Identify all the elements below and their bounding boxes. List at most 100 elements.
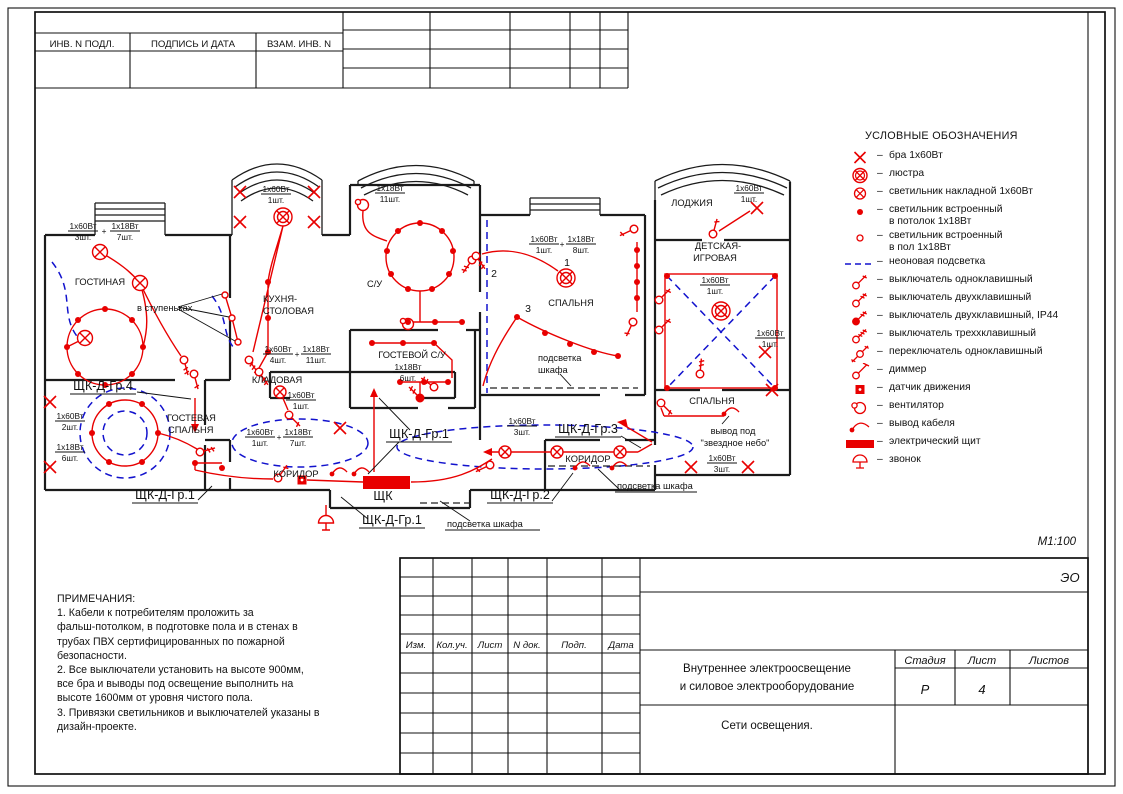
- rev-header-podp: Подп.: [561, 640, 587, 651]
- switch-2-icon: [843, 292, 877, 308]
- scale-note: М1:100: [1038, 536, 1077, 548]
- feeder-gr4: ЩК-Д-Гр.4: [73, 379, 133, 393]
- legend-item: – светильник встроенный в пол 1x18Вт: [843, 230, 1095, 253]
- chandelier-icon: [843, 167, 877, 184]
- switch-2-ip44-icon: [843, 310, 877, 326]
- walls-layer: [43, 163, 792, 510]
- fixture-counts: 1x60Вт 3шт. + 1x18Вт 7шт. 1x60Вт 1шт. 1x…: [56, 183, 783, 474]
- rev-header-ndok: N док.: [513, 640, 540, 651]
- count-loggia-d1: 1шт.: [741, 194, 757, 204]
- count-hall-d2: 7шт.: [290, 438, 306, 448]
- count-loggia-n1: 1x60Вт: [735, 183, 762, 193]
- legend-item: – звонок: [843, 453, 1095, 469]
- legend-item: – вентилятор: [843, 400, 1095, 415]
- stage-value: Р: [921, 682, 930, 697]
- count-gbed18-n1: 1x18Вт: [56, 442, 83, 452]
- count-corrr-d1: 3шт.: [514, 427, 530, 437]
- switch-1-icon: [843, 274, 877, 290]
- rev-header-koluch: Кол.уч.: [436, 640, 467, 651]
- marker-3: 3: [525, 303, 531, 315]
- changeover-switch-icon: [843, 345, 877, 363]
- feeder-arrow-gr2: [483, 448, 492, 456]
- room-storage: КЛАДОВАЯ: [252, 375, 302, 385]
- room-guest-bathroom: ГОСТЕВОЙ С/У: [378, 349, 446, 360]
- count-kitchch-d1: 1шт.: [268, 195, 284, 205]
- bell-icon: [317, 514, 335, 531]
- wardrobe-lines: [420, 387, 650, 504]
- neon-layer: [51, 220, 776, 479]
- note-wardrobe-3: подсветка шкафа: [447, 519, 524, 529]
- legend-item: – выключатель треххклавишный: [843, 328, 1095, 344]
- legend-item: – диммер: [843, 363, 1095, 380]
- top-stamp-table: ИНВ. N ПОДЛ. ПОДПИСЬ И ДАТА ВЗАМ. ИНВ. N: [35, 12, 629, 89]
- feeder-gr1-left: ЩК-Д-Гр.1: [135, 488, 195, 502]
- count-gbath-n1: 1x18Вт: [394, 362, 421, 372]
- note-1: 1. Кабели к потребителям проложить за фа…: [57, 607, 298, 662]
- listov-label: Листов: [1028, 655, 1069, 667]
- note-3: 3. Привязки светильников и выключателей …: [57, 706, 320, 733]
- project-name-line1: Внутреннее электроосвещение: [683, 663, 851, 675]
- count-kitchen-n1: 1x60Вт: [264, 344, 291, 354]
- feeder-gr1-center: ЩК-Д-Гр.1: [389, 427, 449, 441]
- count-hall-n2: 1x18Вт: [284, 427, 311, 437]
- count-bath-d1: 11шт.: [380, 194, 400, 204]
- stamp-vzam-inv: ВЗАМ. ИНВ. N: [267, 39, 331, 50]
- count-bath-n1: 1x18Вт: [376, 183, 403, 193]
- count-living-d1: 3шт.: [75, 232, 91, 242]
- count-gbath-d1: 6шт.: [400, 373, 416, 383]
- plus-sign: +: [560, 239, 565, 249]
- feeder-arrow-gr1: [370, 388, 378, 397]
- legend-item: – неоновая подсветка: [843, 256, 1095, 271]
- cable-outlet-icon: [843, 418, 877, 433]
- fan-icon: [843, 400, 877, 415]
- feeder-arrow-gr4: [191, 424, 199, 433]
- count-storage-d1: 1шт.: [293, 401, 309, 411]
- feeder-gr3: ЩК-Д-Гр.3: [558, 422, 618, 436]
- electrical-panel-icon: [843, 436, 877, 451]
- project-name-line2: и силовое электрооборудование: [680, 681, 855, 693]
- title-block: Изм. Кол.уч. Лист N док. Подп. Дата ЭО В…: [399, 557, 1089, 775]
- count-storage-n1: 1x60Вт: [287, 390, 314, 400]
- count-living-d2: 7шт.: [117, 232, 133, 242]
- recessed-ceiling-light-icon: [843, 204, 877, 219]
- room-bedroom-center: СПАЛЬНЯ: [548, 298, 593, 308]
- note-2: 2. Все выключатели установить на высоте …: [57, 663, 304, 705]
- stamp-podpis-data: ПОДПИСЬ И ДАТА: [151, 39, 236, 50]
- legend-item: – бра 1x60Вт: [843, 150, 1095, 165]
- count-kitchen-d1: 4шт.: [270, 355, 286, 365]
- feeder-gr2: ЩК-Д-Гр.2: [490, 488, 550, 502]
- legend-item: – вывод кабеля: [843, 418, 1095, 433]
- neon-icon: [843, 256, 877, 271]
- plus-sign: +: [277, 432, 282, 442]
- count-nursc-n1: 1x60Вт: [701, 275, 728, 285]
- notes: ПРИМЕЧАНИЯ: 1. Кабели к потребителям про…: [57, 592, 405, 734]
- fixtures-layer: [43, 185, 779, 531]
- list-value: 4: [978, 682, 985, 697]
- bay-windows: [231, 163, 791, 235]
- window-stacks: [94, 197, 601, 235]
- count-bedr-d1: 3шт.: [714, 464, 730, 474]
- room-kitchen-1: КУХНЯ-: [263, 294, 297, 304]
- note-wardrobe-1a: подсветка: [538, 353, 582, 363]
- count-bedc-d2: 8шт.: [573, 245, 589, 255]
- legend-item: – выключатель двухклавишный, IP44: [843, 310, 1095, 326]
- rev-header-izm: Изм.: [406, 640, 426, 651]
- count-living-n1: 1x60Вт: [69, 221, 96, 231]
- plus-sign: +: [102, 226, 107, 236]
- room-guest-bedroom-1: ГОСТЕВАЯ: [167, 413, 216, 423]
- stage-label: Стадия: [904, 655, 945, 667]
- legend-item: – электрический щит: [843, 436, 1095, 451]
- list-label: Лист: [967, 655, 996, 667]
- fan-icon: [354, 198, 370, 212]
- doc-code: ЭО: [1060, 570, 1079, 585]
- room-bedroom-right: СПАЛЬНЯ: [689, 396, 734, 406]
- legend-item: – светильник встроенный в потолок 1x18Вт: [843, 204, 1095, 227]
- surface-light-icon: [843, 186, 877, 201]
- count-bedc-n1: 1x60Вт: [530, 234, 557, 244]
- note-steps: в ступеньках: [137, 303, 193, 313]
- recessed-floor-light-icon: [843, 230, 877, 245]
- sheet-title: Сети освещения.: [721, 720, 813, 732]
- count-gbed60-d1: 2шт.: [62, 422, 78, 432]
- note-star-1: вывод под: [711, 426, 756, 436]
